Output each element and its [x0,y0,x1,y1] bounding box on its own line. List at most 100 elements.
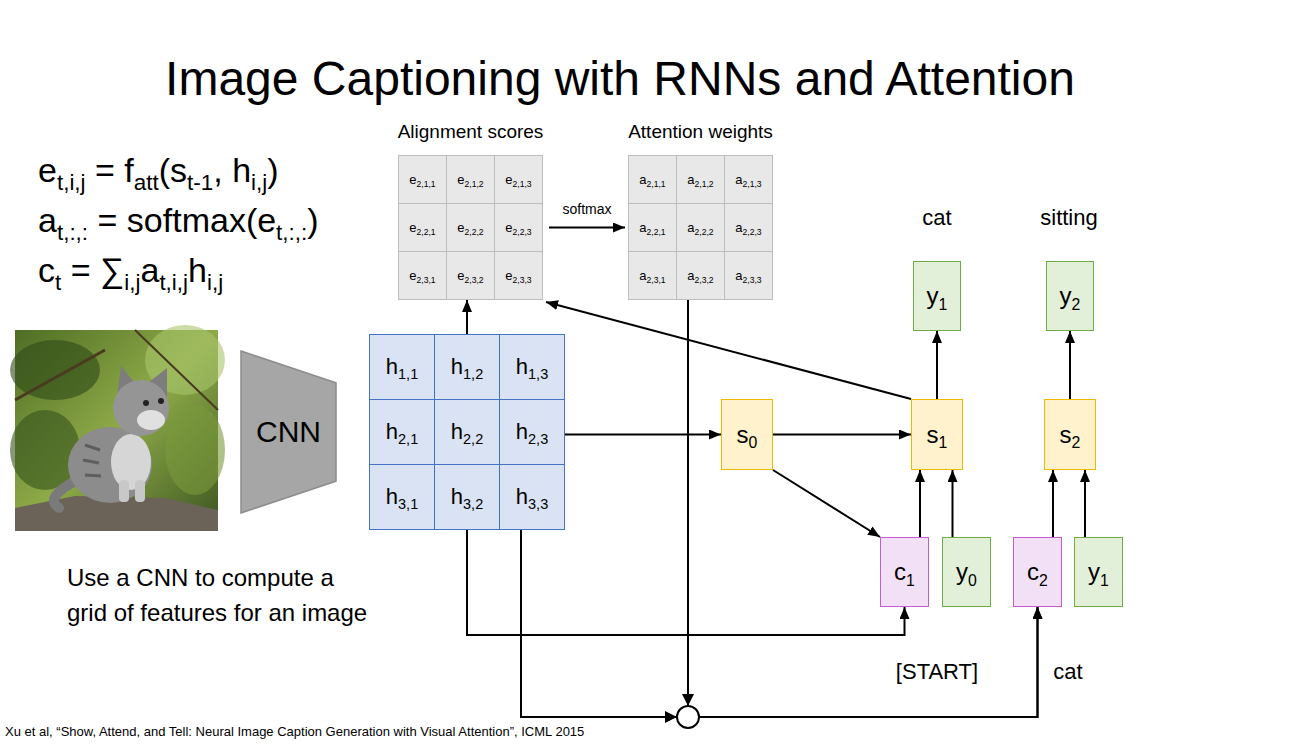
connector-arrow [466,300,468,334]
symbol: h [451,419,463,444]
hidden-state-box: s2 [1044,399,1096,470]
subscript: 2,2,1 [417,227,436,237]
equation-subscript: i,j [251,170,267,195]
connector-arrow [467,530,905,635]
grid-cell: a2,1,1 [628,155,677,204]
grid-cell: e2,1,2 [446,155,495,204]
grid-cell: e2,1,1 [398,155,447,204]
connector-arrow [773,470,880,537]
subscript: 1 [1100,572,1109,589]
arrowhead [682,694,694,706]
subscript: 2,2 [463,431,483,447]
edge-label: softmax [559,201,614,217]
connector-arrow [546,302,911,399]
symbol: a [687,220,694,235]
cat-eye [158,398,164,404]
grid-cell: a2,3,1 [628,251,677,300]
equation-term: (s [159,151,187,189]
connector-arrow [565,434,721,436]
attention-grid: Attention weightsa2,1,1a2,1,2a2,1,3a2,2,… [628,155,773,300]
subscript: 0 [749,434,758,451]
token-box: y2 [1046,261,1094,331]
grid-cell: e2,3,3 [494,251,543,300]
subscript: 1,1 [398,366,418,382]
equation-subscript: t-1 [187,170,213,195]
connector-arrow [1084,470,1086,537]
grid-cell: a2,2,2 [676,203,725,252]
subscript: 2,2,2 [695,227,714,237]
output-word: sitting [1040,205,1097,231]
feature-cell: h1,2 [434,334,500,400]
grid-cell: a2,3,3 [724,251,773,300]
symbol: y [927,282,939,309]
symbol: y [956,558,968,585]
citation: Xu et al, “Show, Attend, and Tell: Neura… [5,724,584,739]
symbol: c [894,558,906,585]
equation-subscript: att [134,170,159,195]
foliage [10,410,80,490]
alignment-grid: Alignment scorese2,1,1e2,1,2e2,1,3e2,2,1… [398,155,543,300]
feature-cell: h3,3 [499,464,565,530]
input-word: cat [1053,659,1082,685]
symbol: y [1088,558,1100,585]
symbol: CNN [256,415,321,448]
slide-title: Image Captioning with RNNs and Attention [165,51,1075,106]
feature-cell: h2,3 [499,399,565,465]
feature-cell: h2,2 [434,399,500,465]
grid-cell: a2,2,1 [628,203,677,252]
symbol: h [516,354,528,379]
subscript: 2,3,1 [647,275,666,285]
equation-term: ) [267,151,278,189]
connector-arrow [1052,470,1054,537]
symbol: s [1060,421,1072,448]
equation: at,:,: = softmax(et,:,:) [38,200,319,245]
cnn-block: CNN [240,350,337,514]
symbol: h [451,354,463,379]
cnn-shape [241,351,336,513]
symbol: h [516,419,528,444]
symbol: e [409,172,416,187]
subscript: 2,2,3 [513,227,532,237]
cat-body [68,427,152,503]
connector-arrow [919,470,921,537]
context-vector-box: c1 [880,537,929,607]
symbol: a [687,172,694,187]
equation-term: a [38,201,57,239]
equation-subscript: t,:,: [276,220,307,245]
symbol: a [735,268,742,283]
subscript: 2,2,1 [647,227,666,237]
symbol: y [1060,282,1072,309]
symbol: e [505,172,512,187]
token-box: y1 [1074,537,1123,607]
grid-cell: a2,1,2 [676,155,725,204]
cat-stripes [83,445,101,476]
branch [15,350,105,400]
connector-arrow [549,227,625,229]
equation-term: a [140,251,159,289]
subscript: 2,3,2 [695,275,714,285]
subscript: 2 [1072,296,1081,313]
grid-cell: e2,3,2 [446,251,495,300]
symbol: e [457,220,464,235]
cat-chest [111,434,151,490]
symbol: h [386,484,398,509]
subscript: 1 [906,572,915,589]
equation-term: h [188,251,207,289]
equation-subscript: t,:,: [57,220,88,245]
grid-cell: e2,1,3 [494,155,543,204]
symbol: a [735,172,742,187]
subscript: 1 [939,296,948,313]
note: Use a CNN to compute a grid of features … [67,560,374,630]
subscript: 1,3 [528,366,548,382]
equation-term: e [38,151,57,189]
symbol: s [927,421,939,448]
symbol: h [386,354,398,379]
grid-cell: e2,2,1 [398,203,447,252]
grid-heading: Attention weights [628,121,773,143]
cat-tail [54,480,77,508]
subscript: 2 [1072,434,1081,451]
symbol: h [451,484,463,509]
